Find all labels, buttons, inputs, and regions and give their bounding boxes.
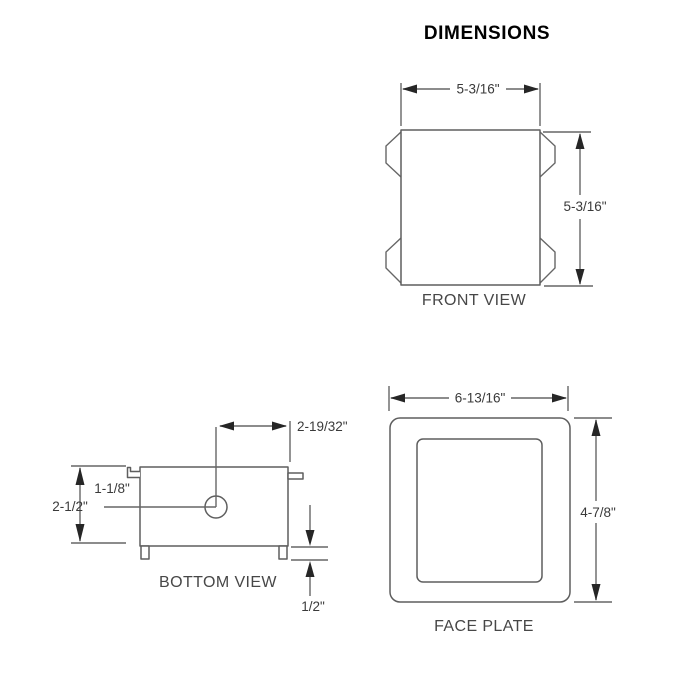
hole-offset-label: 2-19/32" bbox=[297, 419, 348, 434]
bottom-foot-left bbox=[140, 545, 150, 560]
hole-offset-arrow-left-icon bbox=[219, 421, 234, 431]
bottom-view-caption: BOTTOM VIEW bbox=[159, 574, 277, 591]
bottom-view: 2-19/32" 1-1/8" 2-1/2" 1/2" BOTTOM VIEW bbox=[52, 419, 348, 614]
page-title: DIMENSIONS bbox=[424, 23, 550, 44]
front-height-arrow-down-icon bbox=[575, 269, 585, 285]
front-clip-bottom-right bbox=[539, 237, 556, 284]
face-plate-inner bbox=[416, 438, 543, 583]
top-to-hole-label: 1-1/8" bbox=[94, 481, 130, 496]
depth-label: 2-1/2" bbox=[52, 499, 88, 514]
front-height-arrow-up-icon bbox=[575, 133, 585, 149]
front-width-arrow-right-icon bbox=[524, 84, 539, 94]
bottom-pin-left bbox=[126, 466, 140, 479]
bottom-foot-right bbox=[278, 545, 288, 560]
front-clip-top-left bbox=[385, 131, 402, 178]
plate-width-arrow-right-icon bbox=[552, 393, 567, 403]
front-body bbox=[400, 129, 541, 286]
foot-arrow-up-icon bbox=[305, 561, 315, 577]
front-clip-bottom-left bbox=[385, 237, 402, 284]
plate-height-label: 4-7/8" bbox=[580, 505, 616, 520]
plate-height-arrow-up-icon bbox=[591, 419, 601, 436]
front-height-label: 5-3/16" bbox=[563, 199, 606, 214]
front-view: 5-3/16" 5-3/16" FRONT VIEW bbox=[385, 82, 607, 309]
depth-arrow-down-icon bbox=[75, 524, 85, 542]
hole-offset-arrow-right-icon bbox=[272, 421, 287, 431]
plate-height-arrow-down-icon bbox=[591, 584, 601, 601]
foot-height-label: 1/2" bbox=[301, 599, 325, 614]
front-clip-top-right bbox=[539, 131, 556, 178]
face-plate: 6-13/16" 4-7/8" FACE PLATE bbox=[388, 386, 616, 635]
front-view-caption: FRONT VIEW bbox=[422, 292, 527, 309]
front-width-arrow-left-icon bbox=[402, 84, 417, 94]
plate-width-arrow-left-icon bbox=[390, 393, 405, 403]
depth-arrow-up-icon bbox=[75, 467, 85, 485]
foot-arrow-down-icon bbox=[305, 530, 315, 546]
plate-width-label: 6-13/16" bbox=[455, 391, 506, 406]
face-plate-caption: FACE PLATE bbox=[434, 618, 534, 635]
bottom-pin-right bbox=[287, 472, 304, 480]
front-width-label: 5-3/16" bbox=[456, 82, 499, 97]
